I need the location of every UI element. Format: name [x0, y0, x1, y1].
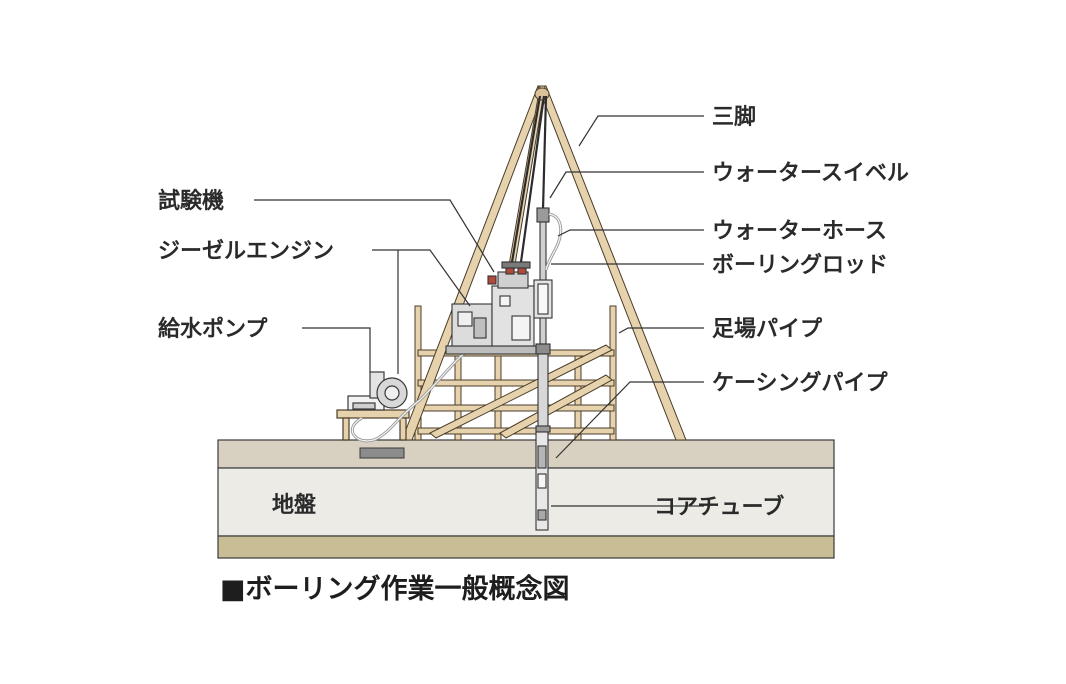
label-sankyaku: 三脚	[712, 105, 756, 130]
feed-pump	[336, 371, 410, 441]
label-water-hose: ウォーターホース	[712, 219, 887, 244]
ground-bottom-layer	[217, 535, 835, 559]
water-swivel	[536, 207, 550, 223]
ground	[217, 439, 835, 559]
diagram-caption: ■ボーリング作業一般概念図	[220, 573, 570, 605]
hoist-cables	[510, 95, 548, 263]
drilling-machine	[445, 261, 539, 355]
leader-lines-left	[254, 199, 495, 374]
leader-lines-right	[549, 115, 704, 507]
label-boring-rod: ボーリングロッド	[712, 252, 888, 278]
rod-string	[533, 207, 553, 531]
label-ground: 地盤	[272, 492, 317, 518]
casing-pipe-shape	[537, 353, 549, 435]
label-core-tube: コアチューブ	[654, 494, 784, 520]
label-scaffold-pipe: 足場パイプ	[712, 317, 823, 342]
label-feed-pump: 給水ポンプ	[158, 316, 268, 342]
label-casing-pipe: ケーシングパイプ	[712, 370, 889, 396]
ground-surface-layer	[217, 439, 835, 469]
label-water-swivel: ウォータースイベル	[712, 161, 909, 186]
mud-tank	[359, 447, 405, 459]
supply-hose-inner	[351, 349, 469, 442]
label-diesel-engine: ジーゼルエンジン	[158, 239, 334, 264]
label-testing-machine: 試験機	[158, 188, 224, 214]
ground-middle-layer	[217, 467, 835, 537]
